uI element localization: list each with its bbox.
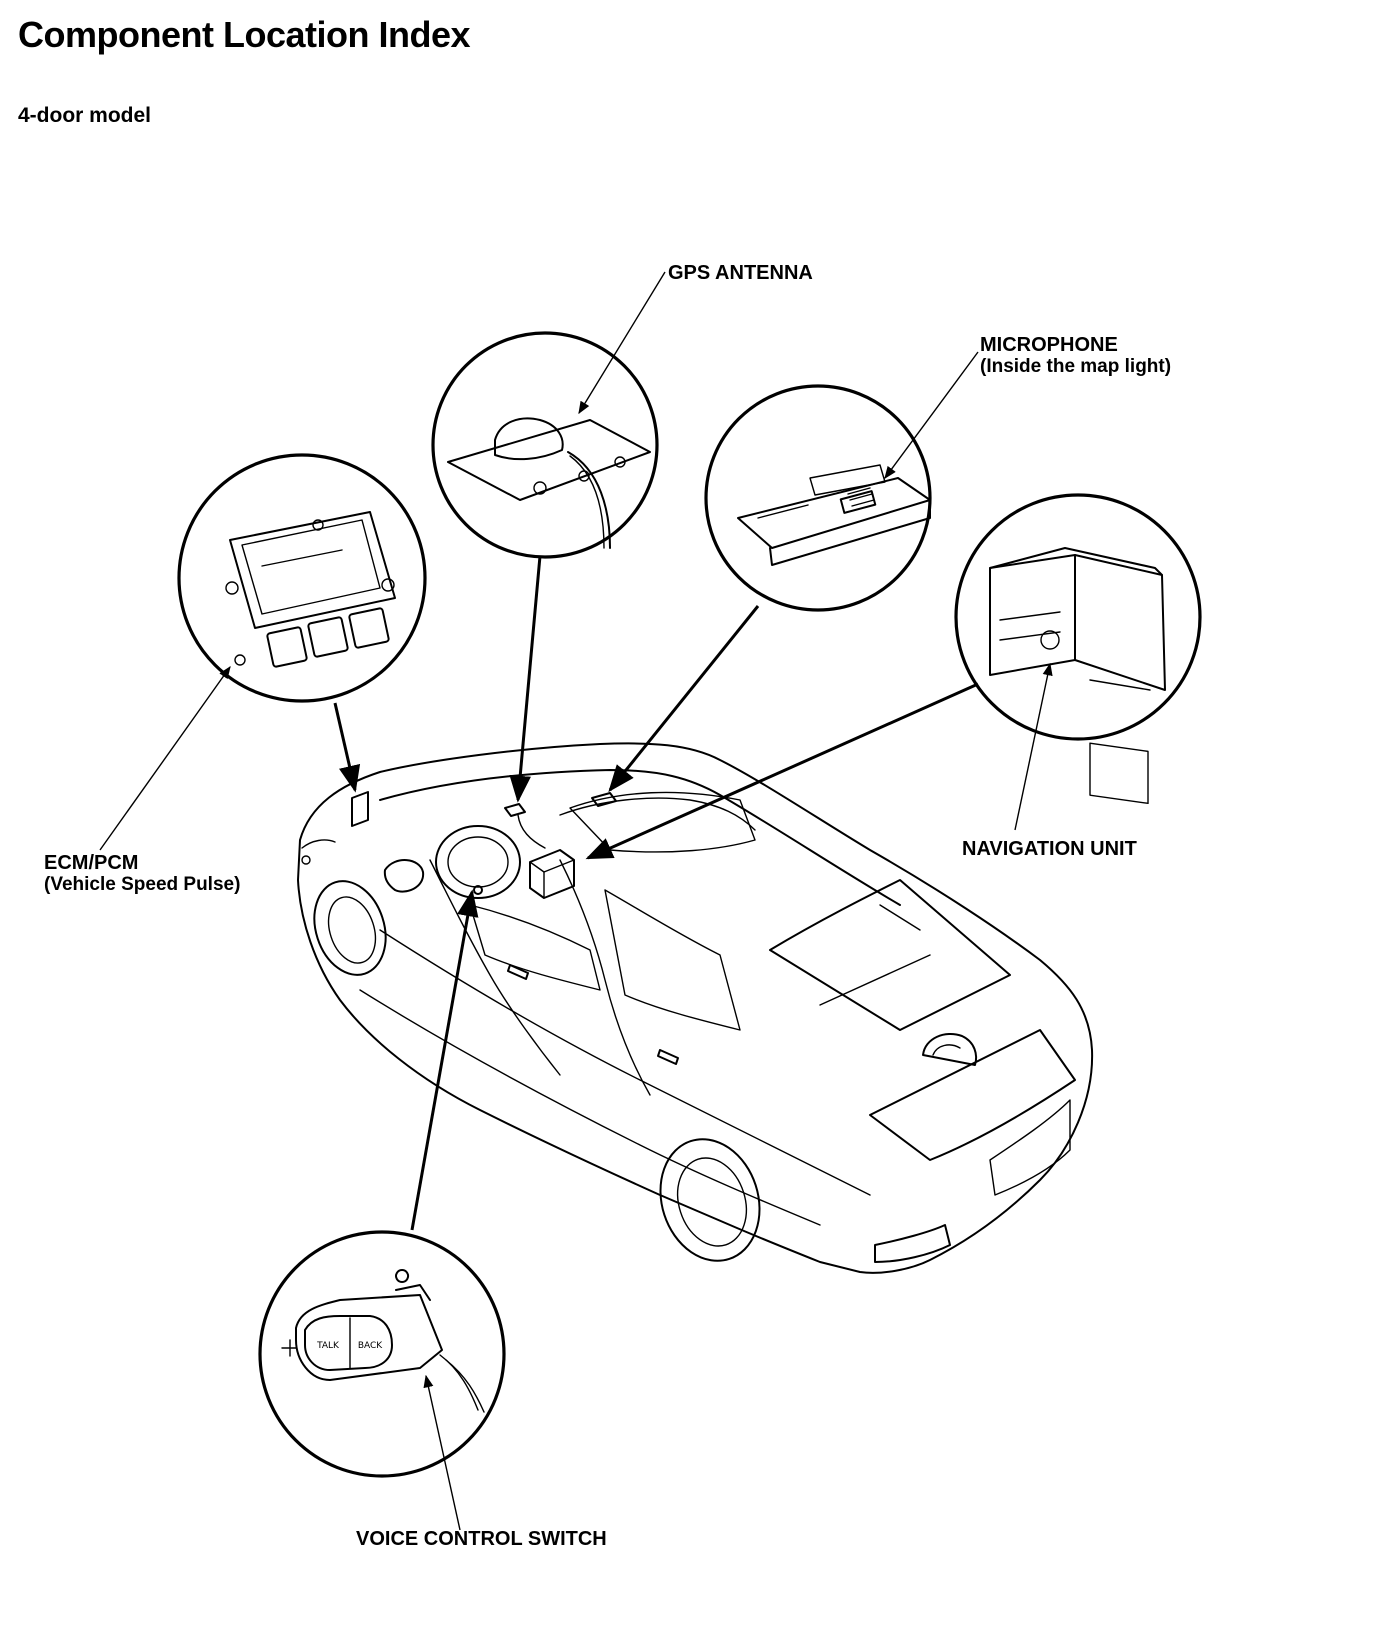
voice-control-switch-detail: TALK BACK [258, 1230, 506, 1478]
navigation-unit-label: NAVIGATION UNIT [962, 838, 1137, 860]
gps-antenna-label: GPS ANTENNA [668, 262, 813, 284]
microphone-label-group: MICROPHONE (Inside the map light) [980, 334, 1171, 378]
page-subtitle: 4-door model [18, 104, 152, 127]
ecm-pcm-label: ECM/PCM [44, 852, 139, 874]
leader-lines [99, 271, 1053, 1531]
ecm-pcm-detail [177, 453, 427, 703]
talk-button-label: TALK [316, 1341, 340, 1351]
ecm-pcm-label-group: ECM/PCM (Vehicle Speed Pulse) [44, 852, 240, 896]
back-button-label: BACK [358, 1341, 383, 1351]
microphone-label: MICROPHONE [980, 334, 1118, 356]
navigation-unit-detail [954, 493, 1202, 805]
page-title: Component Location Index [18, 14, 471, 55]
vehicle-illustration [297, 742, 1094, 1274]
microphone-detail [704, 384, 932, 612]
gps-antenna-detail [431, 331, 659, 559]
microphone-note: (Inside the map light) [980, 356, 1172, 377]
voice-control-switch-label: VOICE CONTROL SWITCH [356, 1528, 607, 1550]
ecm-pcm-note: (Vehicle Speed Pulse) [44, 874, 241, 895]
